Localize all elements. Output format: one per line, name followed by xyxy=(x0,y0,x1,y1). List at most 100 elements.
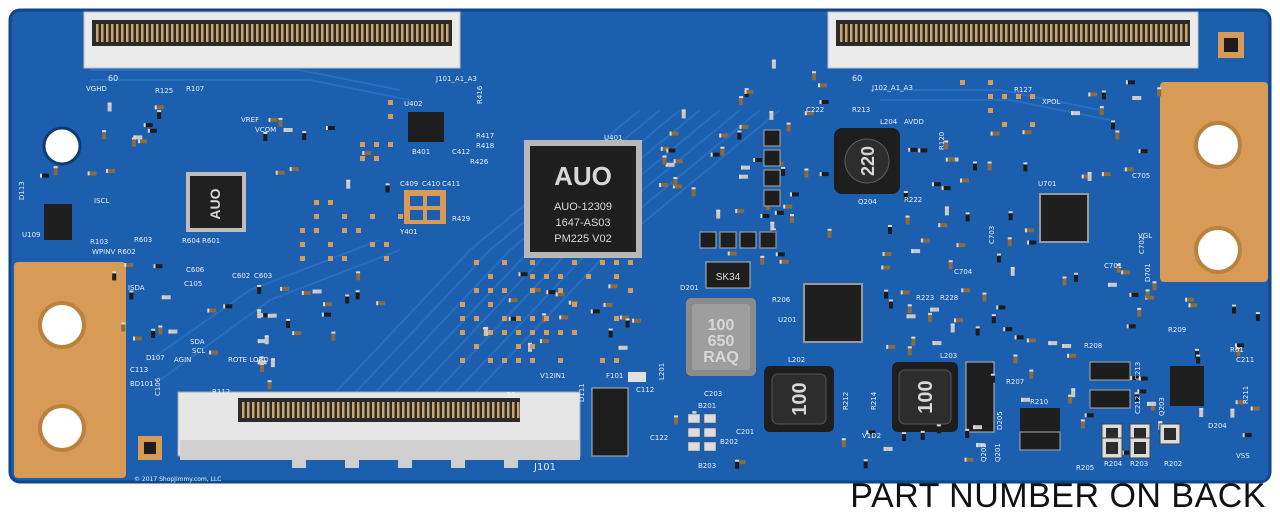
label-r203: R203 xyxy=(1130,460,1148,468)
inductor-big-line-2: 650 xyxy=(708,333,735,350)
label-c106: C106 xyxy=(154,377,162,396)
copper-pad-right xyxy=(1160,82,1268,282)
label-r206: R206 xyxy=(772,296,791,304)
label-r212: R212 xyxy=(842,392,850,410)
mount-hole-left xyxy=(42,126,82,166)
label-c410: C410 xyxy=(422,180,440,188)
label-l201: L201 xyxy=(658,363,666,380)
diode-d205 xyxy=(965,361,995,433)
label-d205: D205 xyxy=(996,411,1004,430)
label-r107: R107 xyxy=(186,85,204,93)
label-y401: Y401 xyxy=(399,228,418,236)
passive-components xyxy=(40,59,1260,469)
label-b202: B202 xyxy=(720,438,738,446)
label-pin-right: 60 xyxy=(852,74,862,83)
label-c222: C222 xyxy=(806,106,824,114)
label-c603: C603 xyxy=(254,272,272,280)
label-d701: D701 xyxy=(1144,263,1152,282)
label-c705: C705 xyxy=(1132,172,1150,180)
ic-q203 xyxy=(1170,366,1204,406)
label-r204: R204 xyxy=(1104,460,1123,468)
label-r604: R604 xyxy=(182,237,201,245)
label-c606: C606 xyxy=(186,266,205,274)
chip-line-2: 1647-AS03 xyxy=(555,217,610,229)
inductor-l204-value: 220 xyxy=(858,146,878,176)
label-c602: C602 xyxy=(232,272,250,280)
label-u701: U701 xyxy=(1038,180,1056,188)
label-r418: R418 xyxy=(476,142,494,150)
chip-line-3: PM225 V02 xyxy=(554,233,611,245)
ic-u201 xyxy=(803,283,863,343)
inductor-big-line-3: RAQ xyxy=(703,349,739,366)
ic-u402 xyxy=(408,112,444,142)
inductor-l202-value: 100 xyxy=(789,382,811,415)
label-u402: U402 xyxy=(404,100,422,108)
label-connector-tl: J101_A1_A3 xyxy=(435,75,477,83)
label-c412: C412 xyxy=(452,148,470,156)
label-c409: C409 xyxy=(400,180,418,188)
label-r228: R228 xyxy=(940,294,958,302)
label-r603: R603 xyxy=(134,236,152,244)
label-avdd: AVDD xyxy=(904,118,924,126)
inductor-l203-value: 100 xyxy=(915,380,937,413)
chip-line-1: AUO-12309 xyxy=(554,201,612,213)
label-r202: R202 xyxy=(1164,460,1182,468)
label-b203: B203 xyxy=(698,462,716,470)
label-b201: B201 xyxy=(698,402,716,410)
label-sda: SDA xyxy=(190,338,205,346)
label-r120: R120 xyxy=(938,132,946,150)
label-r210: R210 xyxy=(1030,398,1048,406)
label-c213: C213 xyxy=(1134,362,1142,380)
label-agin: AGIN xyxy=(174,356,191,364)
label-xpol: XPOL xyxy=(1042,98,1061,106)
label-q201: Q201 xyxy=(994,443,1002,462)
label-r416: R416 xyxy=(476,85,484,104)
label-l202: L202 xyxy=(788,356,805,364)
label-d107: D107 xyxy=(146,354,165,362)
diode-sk34 xyxy=(705,261,751,289)
small-chip-logo: AUO xyxy=(207,188,223,219)
label-c203: C203 xyxy=(704,390,722,398)
label-d113: D113 xyxy=(18,181,26,200)
copper-pad-left xyxy=(14,262,126,478)
inductor-big-line-1: 100 xyxy=(708,317,735,334)
label-u401: U401 xyxy=(604,134,622,142)
copyright: © 2017 ShopJimmy.com, LLC xyxy=(134,476,221,483)
label-d111: D111 xyxy=(578,383,586,402)
label-rote-lord: ROTE LORD xyxy=(228,356,269,364)
label-u109: U109 xyxy=(22,231,40,239)
label-c211: C211 xyxy=(1236,356,1254,364)
label-r429: R429 xyxy=(452,215,470,223)
label-c411: C411 xyxy=(442,180,460,188)
label-connector-tr: J102_A1_A3 xyxy=(871,84,913,92)
diode-sk34-label: SK34 xyxy=(716,272,741,283)
label-pin-bottom: 51 xyxy=(506,391,516,400)
pcb-board-edge xyxy=(8,8,1272,484)
label-c113: C113 xyxy=(130,366,148,374)
label-r426: R426 xyxy=(470,158,489,166)
label-r127: R127 xyxy=(1014,86,1032,94)
label-vref: VREF xyxy=(241,116,259,124)
inductor-l202: 100 xyxy=(764,366,834,432)
diode-d111 xyxy=(591,387,629,457)
part-number-caption: PART NUMBER ON BACK xyxy=(850,477,1266,515)
label-l203: L203 xyxy=(940,352,957,360)
label-r209: R209 xyxy=(1168,326,1186,334)
label-c122: C122 xyxy=(650,434,668,442)
label-r214: R214 xyxy=(870,391,878,410)
label-c212: C212 xyxy=(1134,396,1142,414)
label-d201: D201 xyxy=(680,284,699,292)
label-bd101: BD101 xyxy=(130,380,154,388)
main-controller-chip: AUO AUO-12309 1647-AS03 PM225 V02 xyxy=(524,140,642,258)
label-r205: R205 xyxy=(1076,464,1094,472)
label-r222: R222 xyxy=(904,196,922,204)
label-r223: R223 xyxy=(916,294,934,302)
label-vghd: VGHD xyxy=(86,85,107,93)
label-vss: VSS xyxy=(1236,452,1250,460)
label-c702: C702 xyxy=(1138,236,1146,254)
label-isda: ISDA xyxy=(128,284,145,292)
label-f101: F101 xyxy=(606,372,623,380)
label-r103: R103 xyxy=(90,238,108,246)
label-connector-bottom: J101 xyxy=(533,462,556,473)
